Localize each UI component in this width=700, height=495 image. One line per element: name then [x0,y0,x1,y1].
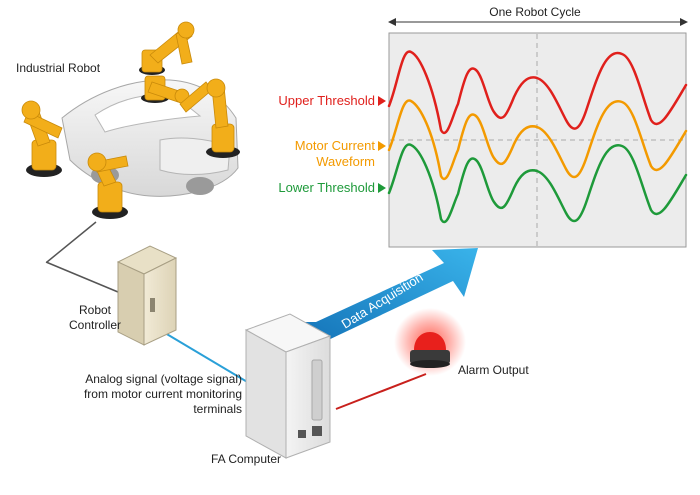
upper-threshold-text: Upper Threshold [278,93,375,108]
analog-signal-label: Analog signal (voltage signal) from moto… [20,372,242,417]
fa-computer-label: FA Computer [211,452,282,466]
motor-current-text-line2: Waveform [316,154,375,169]
motor-current-text-line1: Motor Current [294,138,375,153]
analog-signal-line3: terminals [193,402,242,416]
robot-arm-top [139,21,195,75]
data-acquisition-arrow [298,248,478,342]
analog-signal-line1: Analog signal (voltage signal) [85,372,242,386]
upper-threshold-line [387,50,688,134]
waveform-chart [387,32,688,248]
upper-threshold-pointer-icon [378,96,386,106]
motor-current-label: Motor Current Waveform [236,138,386,170]
robot-controller-label-line1: Robot [78,303,112,317]
robot-controller-label: Robot Controller [60,303,130,333]
motor-current-pointer-icon [378,141,386,151]
controller-to-robot-cable [45,261,119,293]
alarm-beacon-icon [394,308,466,376]
upper-threshold-label: Upper Threshold [236,93,386,109]
robot-controller-cable [46,221,97,263]
robot-arm-middle [141,75,190,104]
alarm-output-label: Alarm Output [458,363,529,377]
motor-current-line [387,99,688,180]
cycle-label: One Robot Cycle [489,5,581,19]
robot-arm-bottom [87,152,129,219]
signal-cable [159,329,250,384]
analog-signal-line2: from motor current monitoring [83,387,242,401]
robot-arm-right [179,78,240,158]
industrial-robot-label: Industrial Robot [16,61,101,75]
cycle-bracket [388,18,688,26]
lower-threshold-pointer-icon [378,183,386,193]
robot-controller-cabinet [116,245,178,346]
fa-computer [244,313,332,459]
industrial-robots [21,21,240,219]
robot-arm-left [21,100,63,177]
lower-threshold-text: Lower Threshold [278,180,375,195]
robot-controller-label-line2: Controller [68,318,122,332]
lower-threshold-label: Lower Threshold [236,180,386,196]
alarm-cable [335,373,427,410]
lower-threshold-line [387,143,688,224]
